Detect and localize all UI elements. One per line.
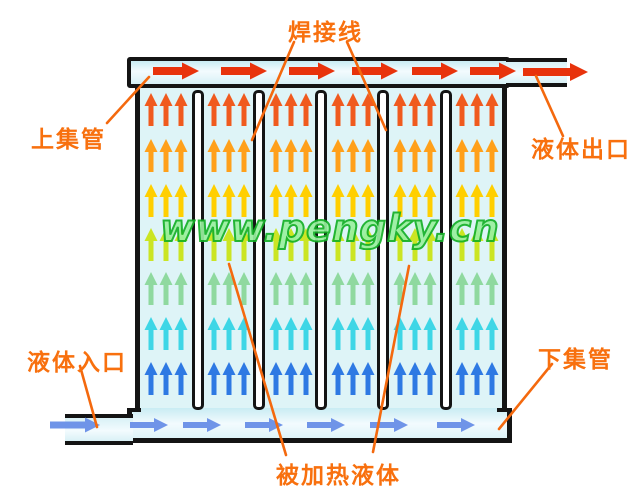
watermark-text: www.pengky.cn xyxy=(159,206,500,251)
label-liquid-outlet: 液体出口 xyxy=(531,137,631,163)
liquid-inlet-pipe-shape xyxy=(65,414,133,445)
lower-header-border xyxy=(127,438,512,443)
upper-header-shape xyxy=(127,57,510,88)
weld-slot-2 xyxy=(253,90,265,410)
label-liquid-inlet: 液体入口 xyxy=(27,350,127,376)
weld-slot-3 xyxy=(315,90,327,410)
label-heated-liquid: 被加热液体 xyxy=(276,463,401,489)
liquid-outlet-pipe-shape xyxy=(506,58,567,87)
label-weld-line: 焊接线 xyxy=(288,20,363,46)
label-lower-header: 下集管 xyxy=(538,347,613,373)
label-upper-header: 上集管 xyxy=(31,127,106,153)
weld-slot-5 xyxy=(440,90,452,410)
weld-slot-1 xyxy=(192,90,204,410)
weld-slot-4 xyxy=(377,90,389,410)
lower-header-ledge-left xyxy=(127,408,141,412)
lower-header-border-right xyxy=(507,408,512,443)
lower-header-ledge-right xyxy=(497,408,512,412)
